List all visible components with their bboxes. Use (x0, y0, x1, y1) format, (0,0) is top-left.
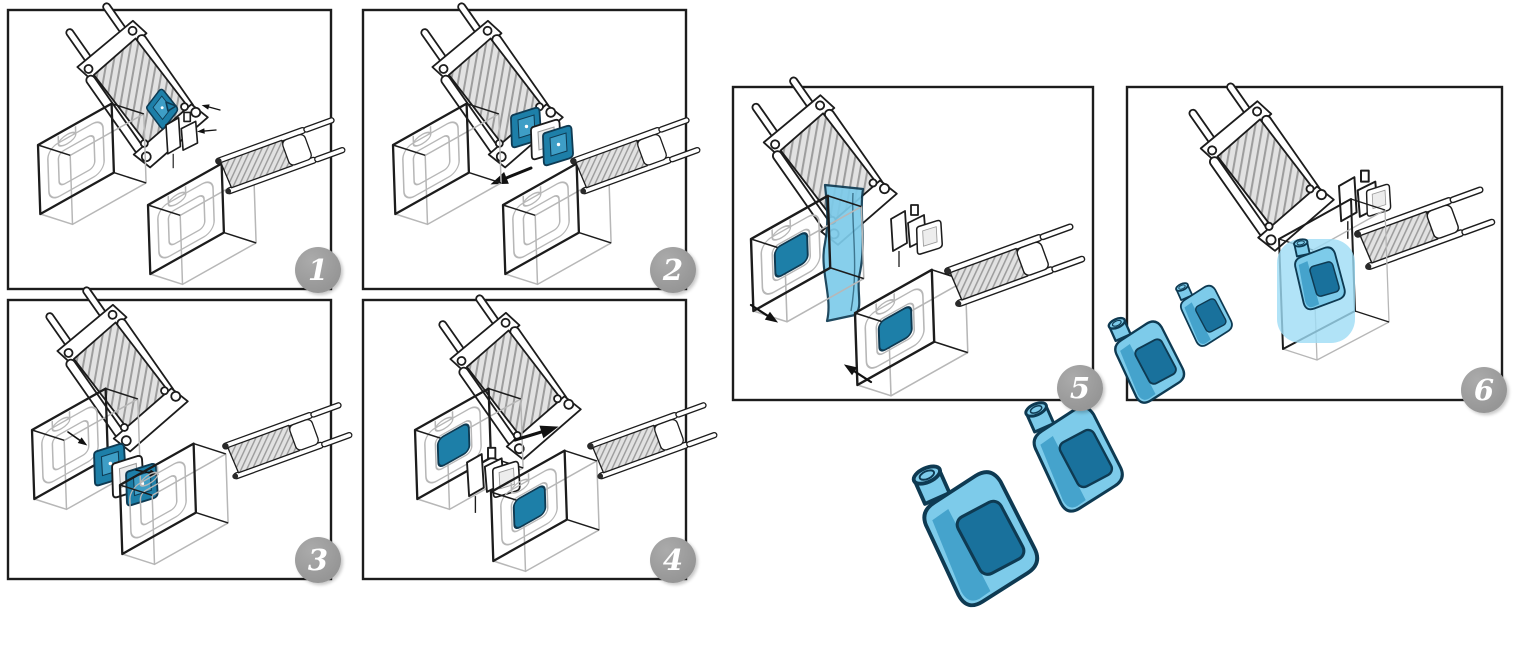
step-badge-1: 1 (295, 247, 341, 293)
white-transfer-plate (491, 460, 521, 498)
panel-step-6-illustration (1175, 71, 1497, 361)
blue-transfer-plate (542, 124, 574, 167)
step-badge-5: 5 (1057, 365, 1103, 411)
step-badge-6: 6 (1461, 367, 1507, 413)
blue-flow-marker (165, 101, 177, 112)
step-badge-4: 4 (650, 537, 696, 583)
bottle-icon (902, 438, 1048, 613)
panel-step-1-illustration (36, 0, 347, 286)
white-transfer-plate (1365, 183, 1392, 217)
step-badge-2: 2 (650, 247, 696, 293)
molded-bottle-glow (1277, 231, 1355, 343)
step-badge-3: 3 (295, 537, 341, 583)
white-transfer-plate (915, 219, 943, 255)
